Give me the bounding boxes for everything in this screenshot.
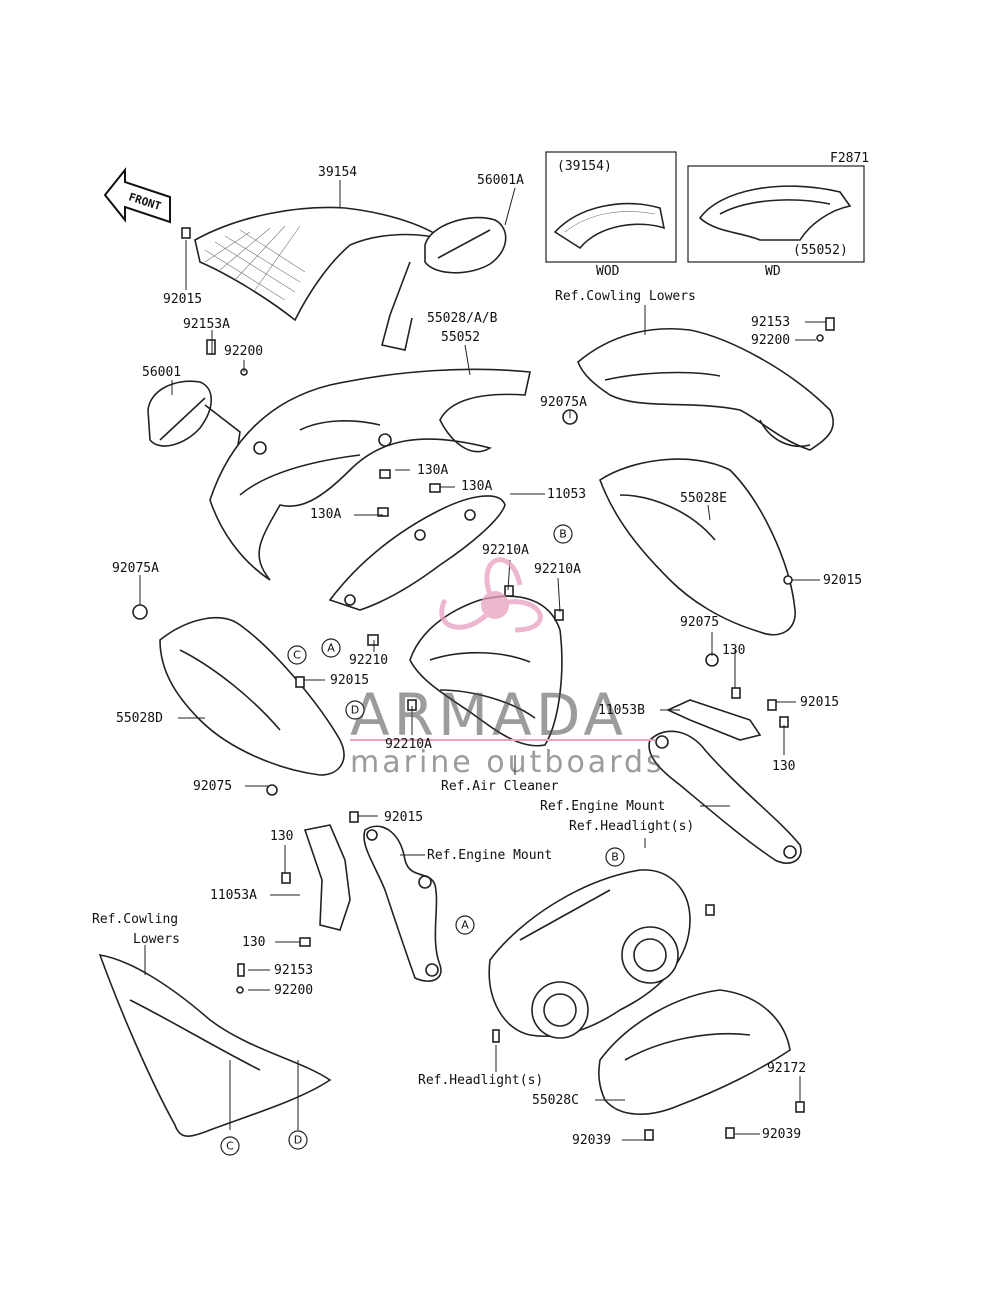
label-92075A-left: 92075A <box>112 561 159 576</box>
label-ref-headlights-bottom: Ref.Headlight(s) <box>418 1073 543 1088</box>
propeller-logo-icon <box>439 557 543 633</box>
label-56001: 56001 <box>142 365 181 380</box>
leader-lines <box>139 180 826 1141</box>
label-92153A: 92153A <box>183 317 230 332</box>
cowling-lowers-right <box>577 327 834 451</box>
label-130-left1: 130 <box>270 829 293 844</box>
label-92200-left: 92200 <box>224 344 263 359</box>
label-92172: 92172 <box>767 1061 806 1076</box>
figure-code: F2871 <box>830 151 869 166</box>
label-92039-right: 92039 <box>762 1127 801 1142</box>
cowling-lowers-left <box>98 953 332 1137</box>
inset-cowl-wd: (55052) WD <box>687 165 865 279</box>
inset-left-caption: WOD <box>596 264 620 279</box>
svg-text:A: A <box>327 642 335 655</box>
callout-C-lower: C <box>220 1136 240 1156</box>
engine-mount-right <box>648 730 802 864</box>
label-92075-right: 92075 <box>680 615 719 630</box>
label-92153-right: 92153 <box>751 315 790 330</box>
label-ref-engine-mount-right: Ref.Engine Mount <box>540 799 665 814</box>
callout-A-lower: A <box>455 915 475 935</box>
label-130A-3: 130A <box>310 507 341 522</box>
label-92200-lower: 92200 <box>274 983 313 998</box>
svg-text:B: B <box>611 851 619 864</box>
callout-A-upper: A <box>321 638 341 658</box>
part-labels: 39154 56001A 92015 92153A 56001 92200 55… <box>92 165 862 1148</box>
label-55028D: 55028D <box>116 711 163 726</box>
callout-C-upper: C <box>287 645 307 665</box>
svg-text:C: C <box>293 649 301 662</box>
callout-B-lower: B <box>605 847 625 867</box>
svg-text:D: D <box>351 704 359 717</box>
label-55028E: 55028E <box>680 491 727 506</box>
inset-left-part: (39154) <box>557 159 612 174</box>
bracket-11053B <box>666 699 762 741</box>
windshield-39154 <box>194 206 446 322</box>
upper-cowl-55028 <box>209 368 531 581</box>
label-ref-air-cleaner: Ref.Air Cleaner <box>441 779 559 794</box>
inset-right-part: (55052) <box>793 243 848 258</box>
label-92015-top: 92015 <box>163 292 202 307</box>
svg-text:D: D <box>294 1134 302 1147</box>
svg-text:A: A <box>461 919 469 932</box>
mirror-56001 <box>147 380 241 447</box>
inset-windshield-wod: (39154) WOD <box>545 151 677 279</box>
label-55052: 55052 <box>441 330 480 345</box>
label-130A-2: 130A <box>461 479 492 494</box>
label-92075A-right: 92075A <box>540 395 587 410</box>
bracket-11053 <box>328 495 506 611</box>
inner-panel-55028E <box>599 458 796 636</box>
label-ref-cowling-left-2: Lowers <box>133 932 180 947</box>
inset-right-caption: WD <box>765 264 781 279</box>
label-92039-left: 92039 <box>572 1133 611 1148</box>
label-92015-right2: 92015 <box>800 695 839 710</box>
mirror-56001A <box>381 216 507 351</box>
armada-watermark: ARMADA marine outboards <box>350 557 665 780</box>
label-130-left2: 130 <box>242 935 265 950</box>
label-ref-headlights-top: Ref.Headlight(s) <box>569 819 694 834</box>
fasteners <box>132 227 835 1141</box>
label-11053B: 11053B <box>598 703 645 718</box>
label-92015-right1: 92015 <box>823 573 862 588</box>
engine-mount-left <box>363 825 442 982</box>
callout-B-upper: B <box>553 524 573 544</box>
label-11053A: 11053A <box>210 888 257 903</box>
label-55028C: 55028C <box>532 1093 579 1108</box>
callout-D-upper: D <box>345 700 365 720</box>
headlight-assembly <box>488 869 691 1039</box>
label-92015-c: 92015 <box>330 673 369 688</box>
label-92153-left: 92153 <box>274 963 313 978</box>
label-ref-cowling-lowers-top: Ref.Cowling Lowers <box>555 289 696 304</box>
label-130A-1: 130A <box>417 463 448 478</box>
label-92015-lower: 92015 <box>384 810 423 825</box>
front-arrow-icon: FRONT <box>103 167 171 224</box>
label-92200-right: 92200 <box>751 333 790 348</box>
label-130-right2: 130 <box>772 759 795 774</box>
bracket-11053A <box>303 824 351 931</box>
watermark-tagline: marine outboards <box>350 745 665 780</box>
label-92210A-3: 92210A <box>385 737 432 752</box>
label-92210A-2: 92210A <box>534 562 581 577</box>
label-92210A-1: 92210A <box>482 543 529 558</box>
label-56001A: 56001A <box>477 173 524 188</box>
label-92210: 92210 <box>349 653 388 668</box>
air-duct <box>409 595 563 747</box>
svg-text:C: C <box>226 1140 234 1153</box>
watermark-brand: ARMADA <box>350 681 627 749</box>
label-ref-cowling-left-1: Ref.Cowling <box>92 912 178 927</box>
label-92075-left: 92075 <box>193 779 232 794</box>
cover-55028C <box>598 989 791 1115</box>
svg-text:B: B <box>559 528 567 541</box>
label-39154: 39154 <box>318 165 357 180</box>
label-55028AB: 55028/A/B <box>427 311 498 326</box>
left-panel-55028D <box>159 617 345 776</box>
label-11053: 11053 <box>547 487 586 502</box>
label-ref-engine-mount-left: Ref.Engine Mount <box>427 848 552 863</box>
label-130-right1: 130 <box>722 643 745 658</box>
callout-D-lower: D <box>288 1130 308 1150</box>
